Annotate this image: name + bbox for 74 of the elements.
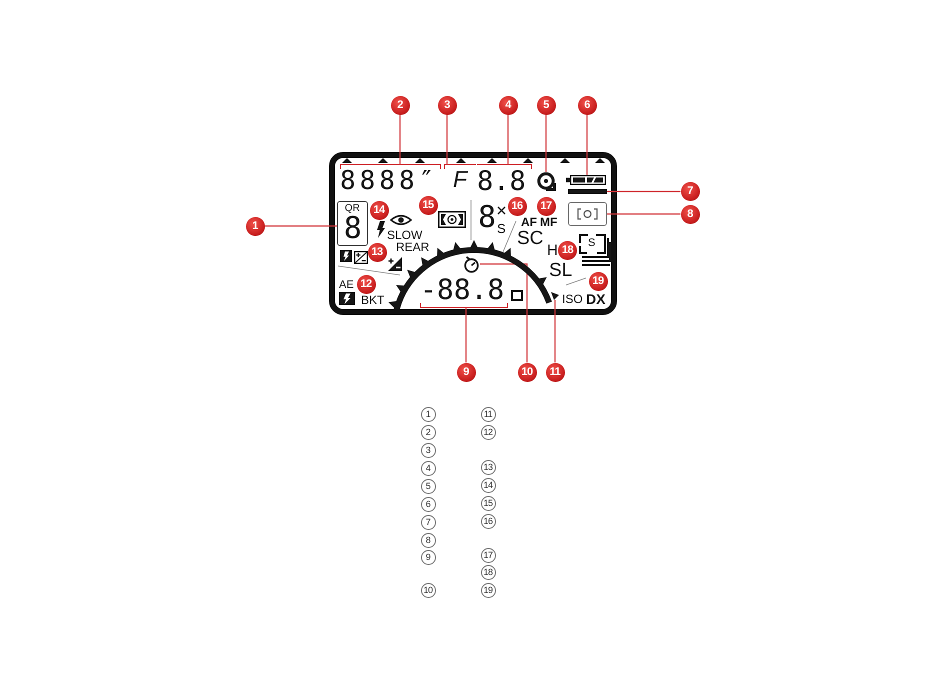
leader-line [607,190,680,192]
display-label: H [547,243,558,258]
list-number: 3 [420,442,436,458]
callout-number: 3 [438,96,456,114]
leader-line [554,300,556,362]
segment-digit: 8 [344,214,362,244]
callout-number: 13 [368,242,386,262]
list-number: 9 [420,550,436,564]
segment-digits: -88.8 [420,276,508,308]
leader-line [465,308,467,362]
callout-number: 6 [578,96,596,114]
callout-number: 17 [536,196,556,216]
list-number: 1 [420,406,436,422]
callout-number: 18 [558,240,577,260]
leader-line [264,225,337,227]
display-label: REAR [396,241,430,253]
callout-number: 14 [370,200,388,220]
self-timer-icon [463,256,480,273]
display-label: SLOW [387,229,422,241]
list-number: 10 [420,582,436,598]
list-number: 4 [420,460,436,476]
display-label: BKT [361,294,384,306]
display-label: QR [344,204,360,214]
list-number: 7 [420,514,436,530]
callout-number: 16 [508,196,526,216]
callout-number: 4 [498,96,518,114]
leader-line [607,213,680,215]
display-label: MF [540,216,558,228]
list-number: 5 [420,478,436,494]
display-label: S [588,238,596,249]
display-label: AE [339,280,354,291]
callout-number: 12 [356,274,376,294]
callout-number: 8 [680,204,700,224]
callout-number: 2 [390,96,410,114]
leader-line [586,114,588,175]
display-label: DX [586,292,606,306]
display-label: S [497,222,506,235]
leader-line [399,114,401,164]
display-label: SL [549,261,572,280]
segment-digit: 8 [478,203,496,233]
callout-number: 9 [456,362,476,382]
indicator-box [568,202,607,226]
battery-icon [566,175,606,185]
leader-line [446,114,448,164]
indicator-bar [568,189,607,194]
callout-number: 7 [680,182,700,201]
callout-number: 11 [546,362,564,382]
list-number: 17 [480,548,496,562]
callout-number: 15 [418,196,438,214]
list-number: 19 [480,582,496,598]
list-number: 13 [480,460,496,474]
list-number: 16 [480,514,496,528]
list-number: 6 [420,496,436,512]
callout-number: 10 [518,362,536,382]
counter-box [337,201,368,246]
scale-end-tick-icon [551,292,559,300]
leader-line [545,114,547,172]
list-number: 2 [420,424,436,440]
film-cartridge-icon [537,172,556,192]
callout-number: 5 [536,96,556,114]
list-number: 8 [420,532,436,548]
list-number: 15 [480,496,496,510]
list-number: 14 [480,478,496,492]
display-label: ISO [562,293,583,305]
leader-line [507,114,509,164]
list-number: 11 [480,406,496,422]
list-number: 18 [480,564,496,580]
callout-number: 1 [246,216,264,236]
list-number: 12 [480,424,496,440]
display-label: AF [521,216,537,228]
leader-line [480,263,528,362]
lcd-panel [329,152,617,315]
callout-number: 19 [588,272,608,290]
display-label: SC [517,229,544,248]
